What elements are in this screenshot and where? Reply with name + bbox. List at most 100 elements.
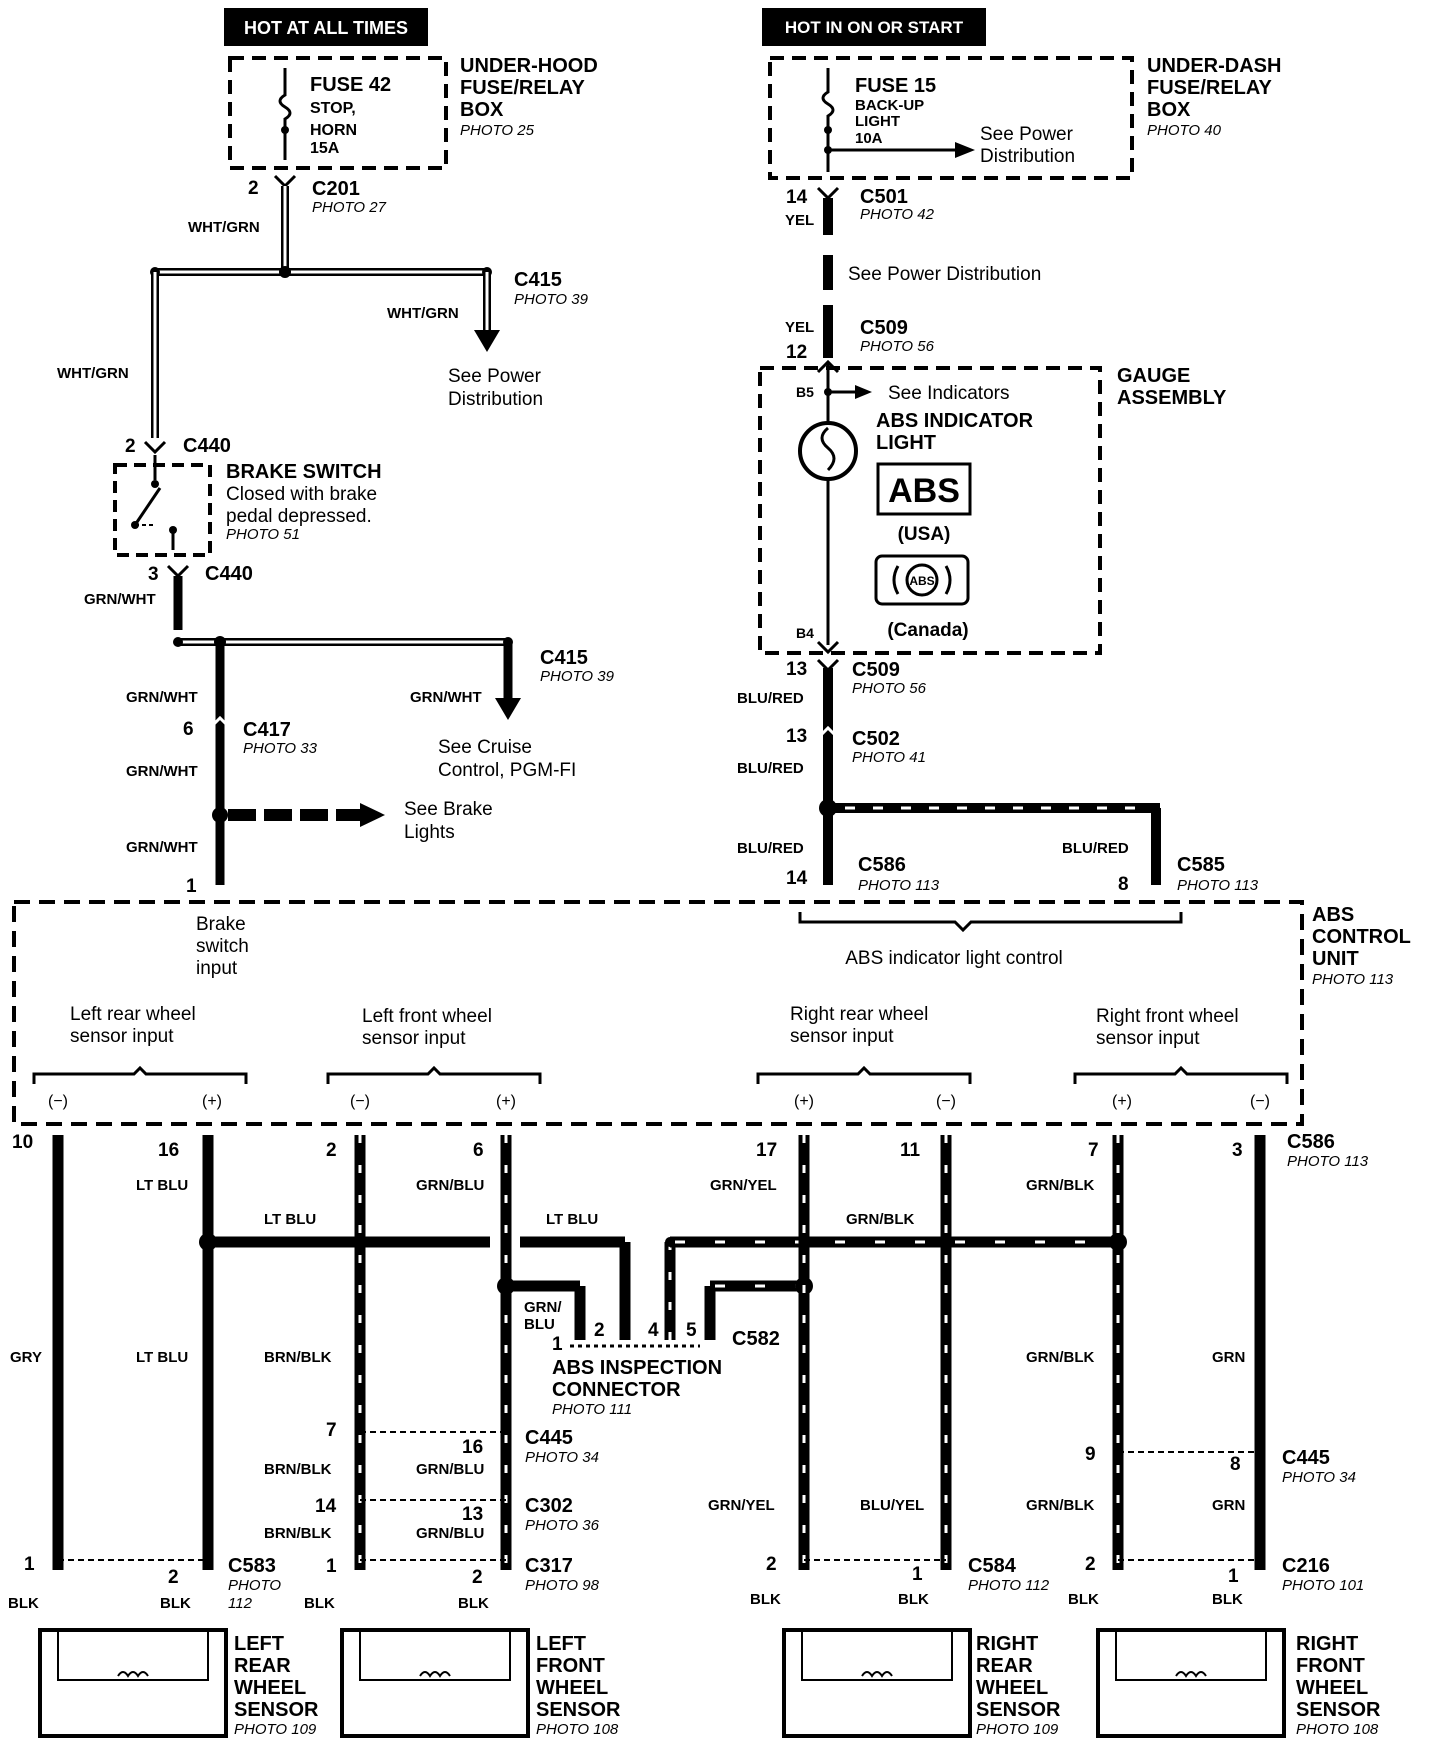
under-hood-photo: PHOTO 25 <box>460 122 535 139</box>
c501-photo: PHOTO 42 <box>860 206 935 223</box>
c302-pin-13: 13 <box>462 1504 483 1525</box>
c445-rf-photo: PHOTO 34 <box>1282 1469 1356 1486</box>
fuse-15-l2: LIGHT <box>855 113 900 130</box>
under-dash-title-1: UNDER-DASH <box>1147 55 1281 77</box>
rr-input-2: sensor input <box>790 1026 894 1047</box>
abs-pin-1-top: 1 <box>186 876 197 897</box>
c586-top-pin: 14 <box>786 868 808 889</box>
brake-switch-box <box>113 463 212 557</box>
c509-bot-label: C509 <box>852 659 900 681</box>
brake-input-1: Brake <box>196 914 246 935</box>
abs-usa-label: (USA) <box>898 524 951 545</box>
left-rear-sensor <box>38 1628 228 1738</box>
abs-unit-title-2: CONTROL <box>1312 926 1411 948</box>
rf-neg: (−) <box>1250 1093 1270 1110</box>
abs-indicator-bulb <box>798 421 858 481</box>
c501-label: C501 <box>860 186 908 208</box>
abs-unit-title-3: UNIT <box>1312 948 1359 970</box>
c586-top-photo: PHOTO 113 <box>858 877 940 894</box>
c584-label: C584 <box>968 1555 1017 1577</box>
c583-photo-word: PHOTO <box>228 1577 281 1594</box>
rr-pos: (+) <box>794 1093 814 1110</box>
c302-label: C302 <box>525 1495 573 1517</box>
fuse-42-l2: HORN <box>310 122 357 139</box>
rr-sensor-photo: PHOTO 109 <box>976 1721 1059 1738</box>
wire-blu-red-1: BLU/RED <box>737 690 804 707</box>
c583-pin-2: 2 <box>168 1567 179 1588</box>
see-cruise-2: Control, PGM-FI <box>438 760 576 781</box>
insp-pin-5: 5 <box>686 1320 697 1341</box>
brake-input-3: input <box>196 958 238 979</box>
pin-17: 17 <box>756 1140 777 1161</box>
wire-wht-grn-1: WHT/GRN <box>188 219 260 236</box>
wire-grn-yel-2: GRN/YEL <box>708 1497 775 1514</box>
fuse-15-see-power-1: See Power <box>980 124 1074 145</box>
gauge-assembly-box <box>758 366 1102 655</box>
c415-mid-photo: PHOTO 39 <box>540 668 615 685</box>
wire-gry: GRY <box>10 1349 42 1366</box>
wire-blu-red-2: BLU/RED <box>737 760 804 777</box>
abs-unit-title-1: ABS <box>1312 904 1354 926</box>
wire-grn-blu-1: GRN/BLU <box>416 1177 484 1194</box>
wire-lt-blu-3: LT BLU <box>264 1211 316 1228</box>
c583-label: C583 <box>228 1555 276 1577</box>
wire-wht-grn-3: WHT/GRN <box>57 365 129 382</box>
fuse-42-name: FUSE 42 <box>310 74 391 96</box>
lr-sensor-l2: REAR <box>234 1655 291 1677</box>
c585-label: C585 <box>1177 854 1225 876</box>
wire-grn-wht-5: GRN/WHT <box>126 839 198 856</box>
right-rear-sensor <box>782 1628 972 1738</box>
wire-grn-wht-3: GRN/WHT <box>126 689 198 706</box>
blk-7: BLK <box>1068 1591 1099 1608</box>
c502-photo: PHOTO 41 <box>852 749 926 766</box>
c584-photo: PHOTO 112 <box>968 1577 1050 1594</box>
fuse-15-see-power-2: Distribution <box>980 146 1075 167</box>
pin-11: 11 <box>900 1140 921 1161</box>
rf-pos: (+) <box>1112 1093 1132 1110</box>
inspection-l2: CONNECTOR <box>552 1379 681 1401</box>
wire-grn-1: GRN <box>1212 1349 1245 1366</box>
lr-neg: (−) <box>48 1093 68 1110</box>
under-hood-fuse-box <box>228 56 448 170</box>
wire-blu-red-4: BLU/RED <box>1062 840 1129 857</box>
blk-1: BLK <box>8 1595 39 1612</box>
lf-sensor-l4: SENSOR <box>536 1699 621 1721</box>
c440-pin-3: 3 <box>148 564 159 585</box>
blk-6: BLK <box>898 1591 929 1608</box>
c445-lf-pin-16: 16 <box>462 1437 483 1458</box>
lf-sensor-photo: PHOTO 108 <box>536 1721 619 1738</box>
c445-lf-pin-7: 7 <box>326 1420 337 1441</box>
brake-input-2: switch <box>196 936 249 957</box>
c317-label: C317 <box>525 1555 573 1577</box>
wire-brn-blk-3: BRN/BLK <box>264 1525 332 1542</box>
left-front-sensor <box>340 1628 530 1738</box>
lf-sensor-l2: FRONT <box>536 1655 605 1677</box>
pin-16: 16 <box>158 1140 179 1161</box>
under-hood-title-2: FUSE/RELAY <box>460 77 586 99</box>
c445-rf-label: C445 <box>1282 1447 1330 1469</box>
wire-grn-wht-4: GRN/WHT <box>126 763 198 780</box>
see-brake-2: Lights <box>404 822 455 843</box>
abs-unit-photo: PHOTO 113 <box>1312 971 1394 988</box>
fuse-15-l1: BACK-UP <box>855 97 924 114</box>
c586-top-label: C586 <box>858 854 906 876</box>
c302-pin-14: 14 <box>315 1496 337 1517</box>
c509-top-label: C509 <box>860 317 908 339</box>
fuse-42-l3: 15A <box>310 140 340 157</box>
c317-pin-2: 2 <box>472 1567 483 1588</box>
wire-grn-blk-2: GRN/BLK <box>1026 1177 1094 1194</box>
see-brake-1: See Brake <box>404 799 493 820</box>
wire-grn-wht-1: GRN/WHT <box>84 591 156 608</box>
c445-rf-pin-8: 8 <box>1230 1454 1241 1475</box>
lr-pos: (+) <box>202 1093 222 1110</box>
wire-brn-blk-1: BRN/BLK <box>264 1349 332 1366</box>
brake-switch-title: BRAKE SWITCH <box>226 461 382 483</box>
wire-lt-blu-1: LT BLU <box>136 1177 188 1194</box>
c509-bot-photo: PHOTO 56 <box>852 680 927 697</box>
c317-pin-1: 1 <box>326 1556 337 1577</box>
c509-bot-pin: 13 <box>786 659 807 680</box>
c584-pin-1: 1 <box>912 1564 923 1585</box>
wire-grn-blu-2b: BLU <box>524 1316 555 1333</box>
abs-canada-label: (Canada) <box>887 620 968 641</box>
right-front-sensor <box>1096 1628 1286 1738</box>
